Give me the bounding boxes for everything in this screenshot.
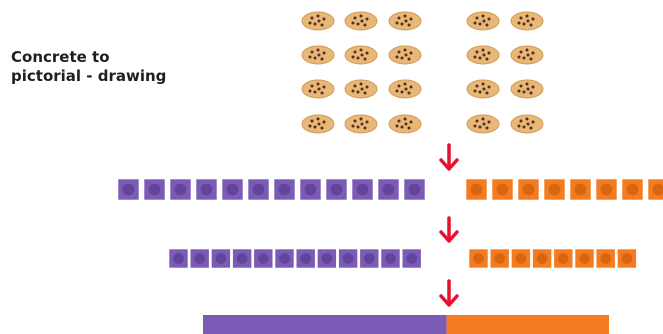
cookie-group-left (302, 12, 421, 133)
cube-icon (404, 179, 425, 200)
cube-icon (169, 249, 188, 268)
cube-icon (196, 179, 217, 200)
cube-icon (275, 249, 294, 268)
cookie-icon (467, 46, 499, 64)
cookie-icon (389, 115, 421, 133)
cookie-icon (345, 12, 377, 30)
cube-icon (233, 249, 252, 268)
cube-icon (326, 179, 347, 200)
cookie-icon (511, 12, 543, 30)
cookie-icon (302, 12, 334, 30)
cube-icon (317, 249, 336, 268)
cube-icon (144, 179, 165, 200)
cube-icon (544, 179, 565, 200)
bar-model (203, 315, 609, 334)
cube-row-2 (169, 249, 636, 268)
cube-icon (518, 179, 539, 200)
cookie-icon (345, 80, 377, 98)
cube-icon (492, 179, 513, 200)
cookie-icon (389, 46, 421, 64)
cookie-icon (467, 12, 499, 30)
cube-icon (378, 179, 399, 200)
cube-icon (622, 179, 643, 200)
purple-cubes (118, 179, 425, 200)
cube-icon (300, 179, 321, 200)
cube-icon (469, 249, 488, 268)
cube-icon (511, 249, 530, 268)
orange-cubes (469, 249, 636, 268)
down-arrow-icon (441, 281, 457, 305)
cookie-icon (302, 46, 334, 64)
cookie-icon (345, 115, 377, 133)
cube-icon (339, 249, 358, 268)
cookie-icon (345, 46, 377, 64)
cube-icon (381, 249, 400, 268)
cube-icon (570, 179, 591, 200)
cube-icon (222, 179, 243, 200)
cube-icon (254, 249, 273, 268)
cube-icon (554, 249, 573, 268)
cookie-icon (302, 115, 334, 133)
cookie-group-right (467, 12, 543, 133)
cube-icon (596, 179, 617, 200)
cookie-icon (389, 80, 421, 98)
cube-icon (466, 179, 487, 200)
cube-icon (575, 249, 594, 268)
cube-icon (490, 249, 509, 268)
cookie-icon (511, 80, 543, 98)
cube-icon (596, 249, 615, 268)
cube-icon (211, 249, 230, 268)
cube-icon (533, 249, 552, 268)
cookie-icon (467, 80, 499, 98)
orange-cubes (466, 179, 663, 200)
cookie-icon (467, 115, 499, 133)
cube-icon (360, 249, 379, 268)
cube-icon (190, 249, 209, 268)
bar-segment-purple (203, 315, 447, 334)
cube-row-1 (118, 179, 663, 200)
bar-segment-orange (447, 315, 609, 334)
cube-icon (648, 179, 663, 200)
purple-cubes (169, 249, 421, 268)
down-arrow-icon (441, 218, 457, 241)
cube-icon (118, 179, 139, 200)
cube-icon (296, 249, 315, 268)
cube-icon (402, 249, 421, 268)
cookie-icon (302, 80, 334, 98)
cube-icon (617, 249, 636, 268)
down-arrow-icon (441, 145, 457, 169)
cube-icon (274, 179, 295, 200)
cookie-icon (511, 115, 543, 133)
cube-icon (248, 179, 269, 200)
cube-icon (352, 179, 373, 200)
cookie-icon (389, 12, 421, 30)
cube-icon (170, 179, 191, 200)
arrows (441, 145, 457, 305)
cookie-icon (511, 46, 543, 64)
